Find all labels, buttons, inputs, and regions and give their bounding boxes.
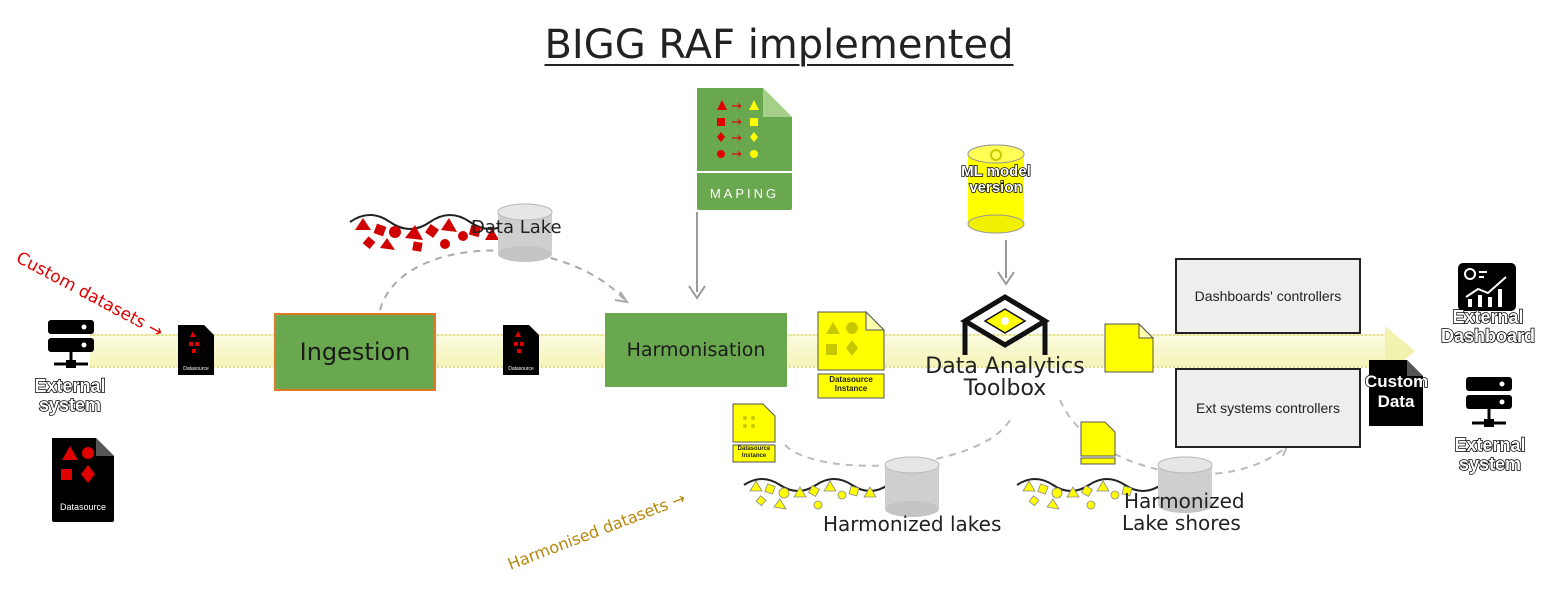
svg-text:→: →	[731, 147, 742, 162]
server-icon	[48, 320, 94, 368]
harmonized-lakes-label: Harmonized lakes	[823, 512, 1002, 536]
server-icon	[1466, 377, 1512, 427]
datasource-instance-icon: Datasource Instance	[816, 310, 886, 400]
harmonisation-box: Harmonisation	[605, 313, 787, 387]
svg-text:→: →	[731, 115, 742, 130]
harmonized-lake-shores-label: Harmonized Lake shores	[1122, 489, 1245, 535]
datasource-small-icon: Datasource	[501, 324, 541, 376]
external-system-right-label: External system	[1454, 435, 1527, 474]
yellow-document-icon	[1104, 322, 1155, 373]
custom-data-document-icon: Custom Data	[1364, 358, 1429, 428]
datasource-instance-small-icon: Datasource Instance	[731, 402, 777, 464]
svg-text:→: →	[731, 131, 742, 146]
datasource-big-icon: Datasource	[48, 436, 116, 524]
page-title: BIGG RAF implemented	[544, 22, 1014, 68]
yellow-document-small-icon	[1080, 421, 1116, 465]
toolbox-icon	[960, 294, 1050, 355]
harmonized-lake-shores-icon	[1016, 456, 1213, 513]
svg-text:→: →	[731, 99, 742, 114]
mapping-document-icon: → → → → MAPING	[697, 88, 792, 210]
ingestion-box: Ingestion	[274, 313, 436, 391]
harmonized-lakes-icon	[743, 456, 940, 517]
toolbox-label: Data Analytics Toolbox	[925, 354, 1085, 401]
data-lake-icon	[349, 203, 553, 262]
data-lake-label: Data Lake	[471, 217, 562, 238]
ext-systems-controllers-box: Ext systems controllers	[1175, 368, 1361, 448]
external-dashboard-label: External Dashboard	[1440, 307, 1536, 346]
dashboards-controllers-box: Dashboards' controllers	[1175, 258, 1361, 334]
datasource-small-icon: Datasource	[176, 324, 216, 376]
dashboard-chart-icon	[1458, 263, 1516, 311]
ml-model-database-icon: ML model version	[950, 142, 1042, 237]
external-system-left-label: External system	[34, 376, 107, 415]
